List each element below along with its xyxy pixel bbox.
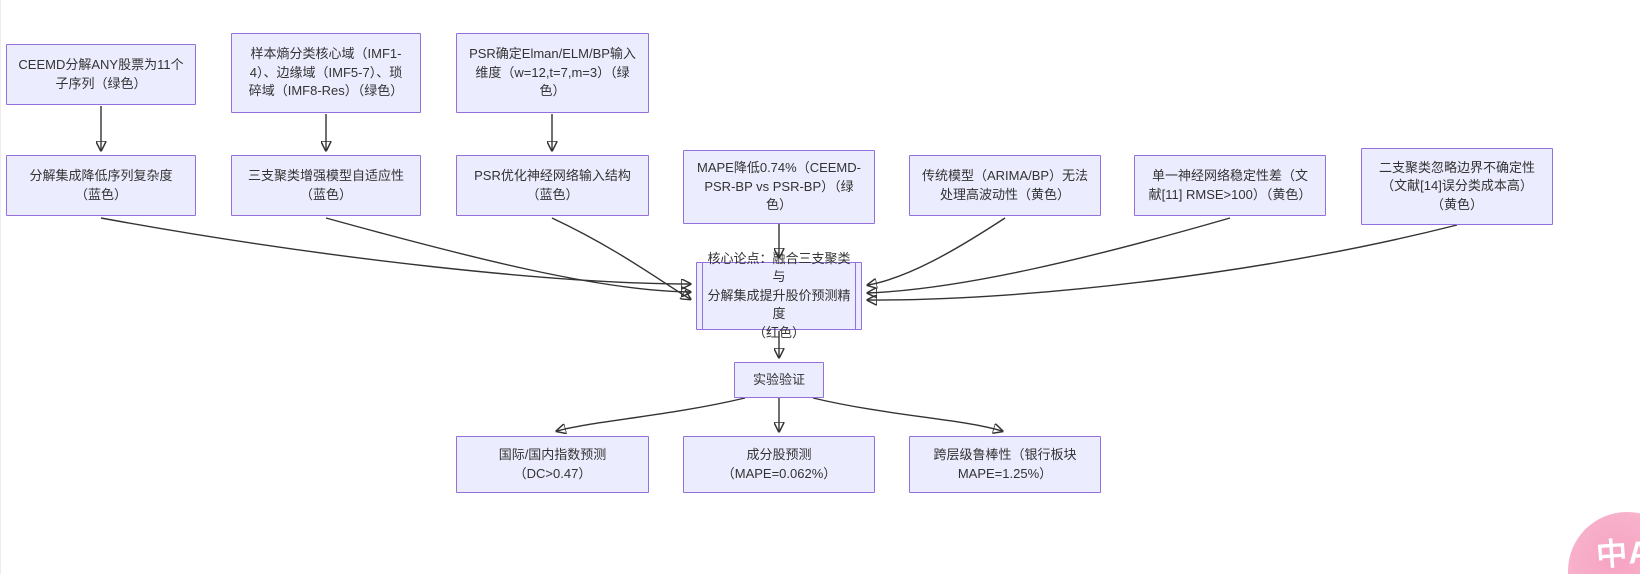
- flow-node-stock-predict: 成分股预测 （MAPE=0.062%）: [683, 436, 875, 493]
- node-label: 二支聚类忽略边界不确定性 （文献[14]误分类成本高） （黄色）: [1378, 159, 1535, 212]
- edge-traditional-to-core: [868, 217, 1006, 285]
- translate-badge[interactable]: 中A: [1568, 512, 1640, 574]
- node-label: 跨层级鲁棒性（银行板块 MAPE=1.25%）: [933, 447, 1077, 481]
- flow-node-psr-optimize: PSR优化神经网络输入结构 （蓝色）: [456, 155, 649, 216]
- node-label: 分解集成降低序列复杂度 （蓝色）: [29, 168, 173, 202]
- node-label: 核心论点：融合三支聚类与 分解集成提升股价预测精度 （红色）: [707, 250, 851, 340]
- subroutine-bar-left: [702, 263, 703, 329]
- flow-node-experiment: 实验验证: [734, 362, 824, 398]
- flow-node-single-nn: 单一神经网络稳定性差（文 献[11] RMSE>100）（黄色）: [1134, 155, 1326, 216]
- edge-singlenn-to-core: [868, 217, 1231, 293]
- edge-twoway-to-core: [868, 224, 1458, 300]
- translate-badge-label: 中A: [1595, 534, 1640, 573]
- flow-node-traditional-model: 传统模型（ARIMA/BP）无法 处理高波动性（黄色）: [909, 155, 1101, 216]
- node-label: CEEMD分解ANY股票为11个 子序列（绿色）: [18, 57, 184, 91]
- flow-node-sample-entropy: 样本熵分类核心域（IMF1- 4）、边缘域（IMF5-7）、琐 碎域（IMF8-…: [231, 33, 421, 113]
- flow-node-ceemd-decompose: CEEMD分解ANY股票为11个 子序列（绿色）: [6, 44, 196, 105]
- edge-experiment-to-robust: [812, 397, 1002, 431]
- flow-node-robustness: 跨层级鲁棒性（银行板块 MAPE=1.25%）: [909, 436, 1101, 493]
- node-label: PSR确定Elman/ELM/BP输入 维度（w=12,t=7,m=3）（绿 色…: [469, 46, 636, 99]
- node-label: 三支聚类增强模型自适应性 （蓝色）: [247, 168, 404, 202]
- flow-node-psr-dimension: PSR确定Elman/ELM/BP输入 维度（w=12,t=7,m=3）（绿 色…: [456, 33, 649, 113]
- flow-node-mape-reduce: MAPE降低0.74%（CEEMD- PSR-BP vs PSR-BP）（绿 色…: [683, 150, 875, 224]
- node-label: 传统模型（ARIMA/BP）无法 处理高波动性（黄色）: [921, 168, 1089, 202]
- node-label: PSR优化神经网络输入结构 （蓝色）: [474, 168, 631, 202]
- edge-threeway-to-core: [325, 217, 690, 292]
- edge-decomp-to-core: [100, 217, 690, 284]
- node-label: MAPE降低0.74%（CEEMD- PSR-BP vs PSR-BP）（绿 色…: [697, 160, 861, 213]
- node-label: 实验验证: [752, 371, 805, 387]
- flow-node-two-way-cluster: 二支聚类忽略边界不确定性 （文献[14]误分类成本高） （黄色）: [1361, 148, 1553, 225]
- flow-node-three-way-adaptive: 三支聚类增强模型自适应性 （蓝色）: [231, 155, 421, 216]
- flow-node-core-thesis: 核心论点：融合三支聚类与 分解集成提升股价预测精度 （红色）: [696, 251, 862, 340]
- node-label: 单一神经网络稳定性差（文 献[11] RMSE>100）（黄色）: [1148, 168, 1312, 202]
- edge-psropt-to-core: [551, 217, 690, 299]
- node-label: 国际/国内指数预测 （DC>0.47）: [498, 447, 607, 481]
- node-label: 样本熵分类核心域（IMF1- 4）、边缘域（IMF5-7）、琐 碎域（IMF8-…: [248, 46, 404, 99]
- node-label: 成分股预测 （MAPE=0.062%）: [721, 447, 837, 481]
- flow-node-decomp-ensemble: 分解集成降低序列复杂度 （蓝色）: [6, 155, 196, 216]
- edge-experiment-to-index: [557, 397, 746, 431]
- subroutine-bar-right: [855, 263, 856, 329]
- flow-node-index-predict: 国际/国内指数预测 （DC>0.47）: [456, 436, 649, 493]
